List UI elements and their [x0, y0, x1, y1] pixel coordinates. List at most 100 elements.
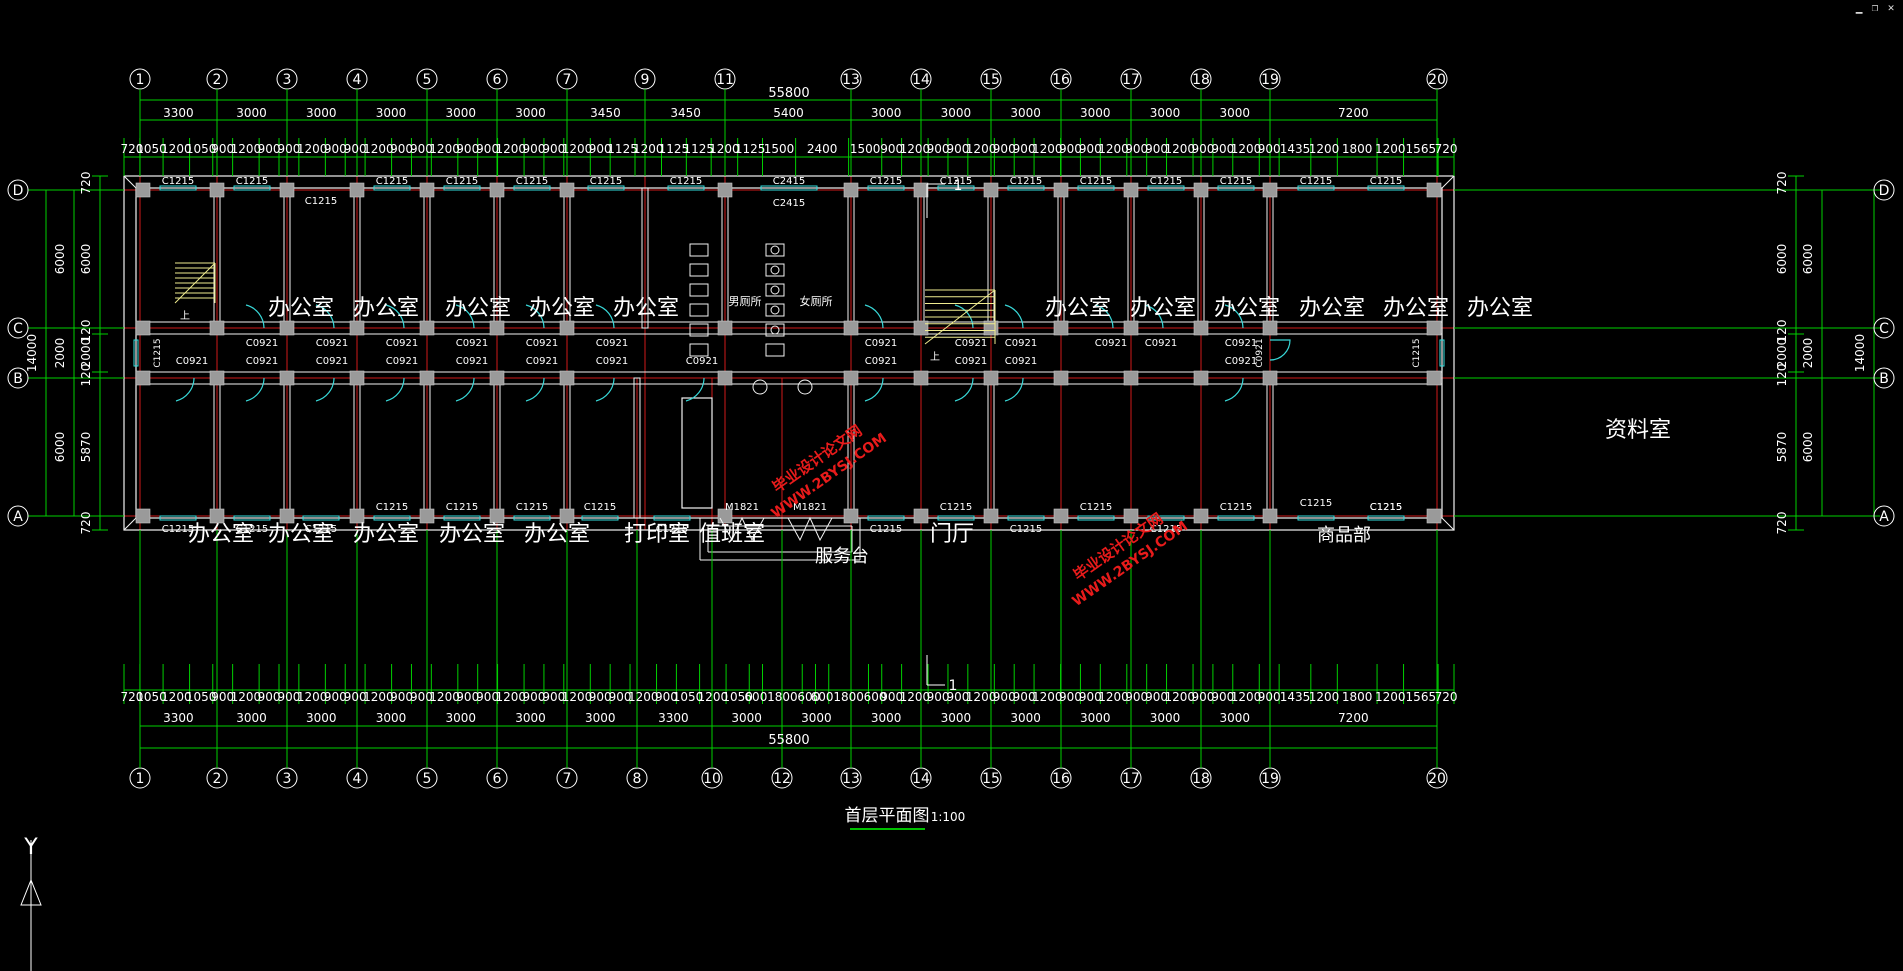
column	[717, 508, 733, 524]
window-tag: C1215	[1370, 502, 1402, 513]
dim-vertical-outer: 6000	[53, 432, 67, 463]
window-tag: C1215	[1010, 524, 1042, 535]
column	[1262, 370, 1278, 386]
wc-stall	[765, 303, 785, 317]
dim-bottom-detail: 900	[344, 690, 367, 704]
dim-bottom-detail: 1200	[161, 690, 192, 704]
dim-bottom-detail: 900	[456, 690, 479, 704]
dim-vertical-inner: 120	[79, 320, 93, 343]
axis-bubble-bottom: 7	[563, 771, 572, 787]
door-swing-north	[954, 304, 974, 329]
axis-bubble-bottom: 16	[1052, 771, 1070, 787]
dim-top-detail: 1200	[1032, 142, 1063, 156]
axis-bubble-left-circle	[7, 317, 29, 339]
urinal-stall	[689, 243, 709, 257]
room-label-south: 办公室	[524, 522, 590, 547]
dim-bottom-detail: 900	[211, 690, 234, 704]
axis-bubble-top: 3	[283, 72, 292, 88]
dim-bottom-detail: 900	[927, 690, 950, 704]
dim-bottom-detail: 600	[864, 690, 887, 704]
dim-vertical-inner: 720	[79, 172, 93, 195]
dim-bottom-detail: 1800	[833, 690, 864, 704]
dim-top-bay: 3450	[590, 106, 621, 120]
dim-top-detail: 900	[1211, 142, 1234, 156]
dim-top-detail: 1200	[709, 142, 740, 156]
dim-top-detail: 1200	[161, 142, 192, 156]
axis-bubble-right-circle	[1873, 367, 1895, 389]
dim-vertical-inner: 2000	[1775, 338, 1789, 369]
dim-bottom-detail: 600	[744, 690, 767, 704]
window-tag: C1215	[1300, 498, 1332, 509]
dim-top-bay: 3000	[871, 106, 902, 120]
dim-bottom-detail: 1200	[900, 690, 931, 704]
column	[135, 508, 151, 524]
dim-top-detail: 1200	[496, 142, 527, 156]
column	[489, 182, 505, 198]
wc-stall	[765, 343, 785, 357]
dim-bottom-detail: 900	[523, 690, 546, 704]
dim-bottom-bay: 3000	[801, 711, 832, 725]
stair	[924, 289, 996, 345]
dim-bottom-detail: 900	[1125, 690, 1148, 704]
room-label-south: 值班室	[699, 522, 765, 547]
door-tag: C0921	[1255, 338, 1265, 367]
dim-bottom-detail: 900	[1013, 690, 1036, 704]
dim-top-detail: 1200	[1165, 142, 1196, 156]
dim-top-detail: 1200	[1098, 142, 1129, 156]
window-north	[760, 185, 818, 191]
door-tag: M1821	[725, 502, 759, 513]
column	[1426, 182, 1442, 198]
dim-vertical-outer: 6000	[53, 244, 67, 275]
column	[717, 320, 733, 336]
dim-top-detail: 900	[1013, 142, 1036, 156]
column	[1262, 182, 1278, 198]
dim-vertical-inner: 720	[1775, 172, 1789, 195]
dim-top-detail: 900	[946, 142, 969, 156]
window-south	[1297, 515, 1335, 521]
dim-top-detail: 1435	[1280, 142, 1311, 156]
dim-vertical-inner: 6000	[1775, 244, 1789, 275]
dim-top-detail: 1125	[735, 142, 766, 156]
column	[843, 370, 859, 386]
axis-bubble-top: 1	[136, 72, 145, 88]
door-swing-south	[1004, 377, 1024, 402]
axis-bubble-right: C	[1879, 321, 1889, 337]
dim-bottom-bay: 3000	[731, 711, 762, 725]
column	[1193, 320, 1209, 336]
dim-vertical-inner: 2000	[79, 338, 93, 369]
wc-stall	[765, 283, 785, 297]
column	[1053, 508, 1069, 524]
window-tag: C1215	[1220, 502, 1252, 513]
dim-top-detail: 900	[523, 142, 546, 156]
column-layer	[135, 182, 1442, 524]
window-tag: C1215	[584, 502, 616, 513]
axis-bubble-right-circle	[1873, 505, 1895, 527]
partition-north	[641, 187, 649, 329]
door-tag: C0921	[1225, 338, 1257, 349]
wc-stall	[765, 323, 785, 337]
window-tag: C1215	[1150, 176, 1182, 187]
dim-bottom-detail: 900	[880, 690, 903, 704]
axis-bubble-bottom: 14	[912, 771, 930, 787]
column	[419, 370, 435, 386]
dim-bottom-detail: 900	[993, 690, 1016, 704]
restore-icon[interactable]: ❐	[1871, 1, 1879, 14]
dim-top-detail: 1200	[562, 142, 593, 156]
dim-top-detail: 900	[589, 142, 612, 156]
dim-top-bay: 3000	[1080, 106, 1111, 120]
dim-bottom-detail: 900	[390, 690, 413, 704]
dim-bottom-detail: 1200	[429, 690, 460, 704]
window-north	[1147, 185, 1185, 191]
dim-top-bay: 3000	[236, 106, 267, 120]
column	[559, 370, 575, 386]
column	[1123, 182, 1139, 198]
window-south	[373, 515, 411, 521]
close-icon[interactable]: ✕	[1887, 1, 1895, 14]
window-north	[1077, 185, 1115, 191]
minimize-icon[interactable]: ▁	[1855, 1, 1863, 14]
room-label-north: 办公室	[529, 296, 595, 321]
window-tag: C1215	[656, 524, 688, 535]
urinal-stall	[689, 323, 709, 337]
